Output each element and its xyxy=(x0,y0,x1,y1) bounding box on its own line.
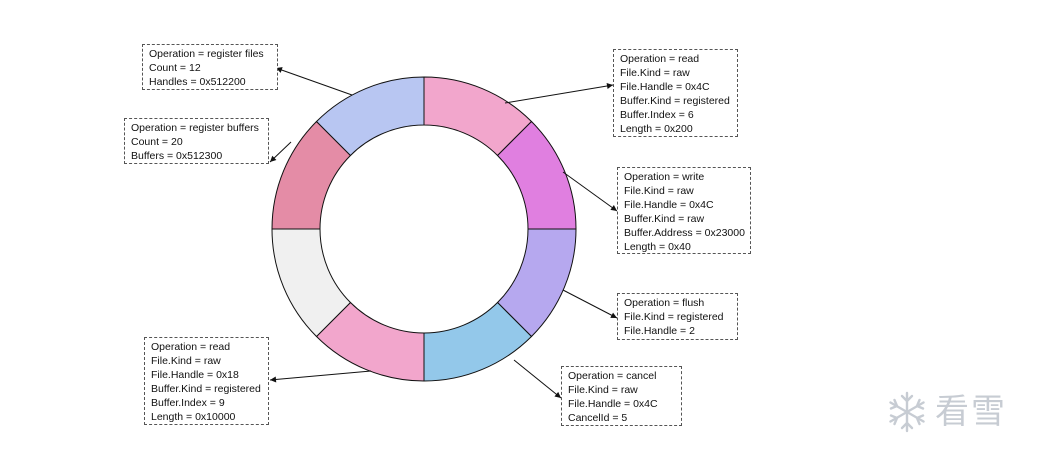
sqe-line: Length = 0x10000 xyxy=(151,411,236,423)
sqe-line: Operation = register buffers xyxy=(131,122,259,134)
sqe-line: Count = 20 xyxy=(131,136,183,148)
sqe-line: File.Kind = raw xyxy=(620,67,690,79)
sqe-read-registered-6: Operation = read File.Kind = raw File.Ha… xyxy=(613,49,738,137)
sqe-line: Buffer.Address = 0x23000 xyxy=(624,227,745,239)
connector-write-raw xyxy=(562,171,618,212)
sqe-line: File.Handle = 0x18 xyxy=(151,369,239,381)
watermark: 看雪 xyxy=(885,390,1007,434)
arrowhead xyxy=(270,376,277,383)
arrowhead xyxy=(610,205,617,211)
sqe-line: Operation = write xyxy=(624,171,705,183)
sqe-line: Operation = cancel xyxy=(568,370,657,382)
arrowhead xyxy=(606,83,613,89)
arrowhead xyxy=(610,312,617,318)
sqe-register-buffers: Operation = register buffers Count = 20 … xyxy=(124,118,269,164)
connector-cancel xyxy=(513,359,562,399)
snowflake-icon xyxy=(885,390,929,434)
sqe-line: Operation = read xyxy=(620,53,700,65)
sqe-write-raw: Operation = write File.Kind = raw File.H… xyxy=(617,167,751,254)
arrowhead xyxy=(270,155,277,162)
sqe-line: Operation = read xyxy=(151,341,231,353)
arrowhead xyxy=(554,391,561,398)
watermark-text: 看雪 xyxy=(935,392,1007,432)
sqe-line: Buffer.Index = 9 xyxy=(151,397,225,409)
sqe-line: Buffer.Kind = registered xyxy=(151,383,261,395)
sqe-line: File.Kind = raw xyxy=(624,185,694,197)
ring-segment-7 xyxy=(315,76,425,157)
sqe-line: File.Handle = 0x4C xyxy=(624,199,714,211)
connector-flush xyxy=(562,289,618,319)
sqe-line: Buffers = 0x512300 xyxy=(131,150,223,162)
connector-read-registered-9 xyxy=(269,370,372,381)
connector-read-registered-6 xyxy=(504,84,614,104)
sqe-line: File.Kind = registered xyxy=(624,311,724,323)
sqe-line: Count = 12 xyxy=(149,62,201,74)
sqe-line: Buffer.Kind = registered xyxy=(620,95,730,107)
sqe-line: Length = 0x40 xyxy=(624,241,691,253)
sqe-line: Buffer.Kind = raw xyxy=(624,213,705,225)
sqe-line: File.Handle = 2 xyxy=(624,325,695,337)
sqe-flush: Operation = flush File.Kind = registered… xyxy=(617,293,738,340)
sqe-cancel: Operation = cancel File.Kind = raw File.… xyxy=(561,366,682,426)
sqe-line: Buffer.Index = 6 xyxy=(620,109,694,121)
sqe-line: File.Kind = raw xyxy=(568,384,638,396)
sqe-line: CancelId = 5 xyxy=(568,412,628,424)
sqe-line: File.Handle = 0x4C xyxy=(568,398,658,410)
sqe-line: Operation = flush xyxy=(624,297,705,309)
connector-register-files xyxy=(275,67,353,96)
sqe-line: File.Handle = 0x4C xyxy=(620,81,710,93)
sqe-line: File.Kind = raw xyxy=(151,355,221,367)
sqe-line: Handles = 0x512200 xyxy=(149,76,246,88)
sqe-line: Operation = register files xyxy=(149,48,264,60)
sqe-register-files: Operation = register files Count = 12 Ha… xyxy=(142,44,278,90)
sqe-line: Length = 0x200 xyxy=(620,123,693,135)
sqe-read-registered-9: Operation = read File.Kind = raw File.Ha… xyxy=(144,337,269,425)
